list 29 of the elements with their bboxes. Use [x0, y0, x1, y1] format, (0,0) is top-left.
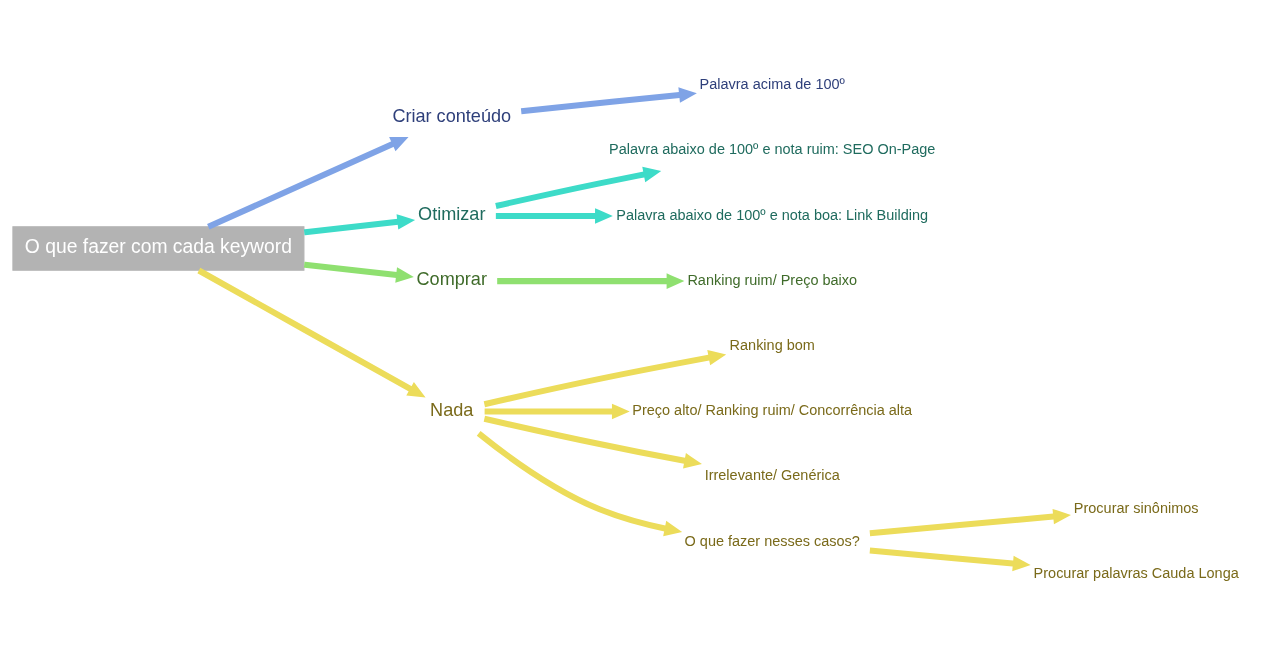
arrow: [495, 207, 613, 224]
arrow: [476, 430, 683, 536]
arrow: [869, 547, 1031, 571]
arrow: [303, 261, 414, 283]
arrow: [483, 415, 702, 468]
arrow: [207, 136, 409, 229]
node-text: Comprar: [416, 268, 487, 289]
node-text: Procurar palavras Cauda Longa: [1033, 564, 1239, 581]
node-text: Ranking ruim/ Preço baixo: [687, 271, 858, 288]
node-text: Nada: [430, 399, 474, 420]
node-text: Otimizar: [418, 203, 486, 224]
node-text: Ranking bom: [729, 336, 815, 353]
node-text: O que fazer nesses casos?: [684, 532, 860, 549]
node-text: Preço alto/ Ranking ruim/ Concorrência alta: [632, 401, 913, 418]
arrow: [495, 166, 662, 209]
arrow: [497, 272, 685, 289]
arrow: [484, 403, 630, 419]
node-text: Criar conteúdo: [392, 105, 512, 126]
node-text: Procurar sinônimos: [1073, 499, 1199, 516]
node-text: Palavra abaixo de 100º e nota ruim: SEO On-Page: [609, 140, 936, 157]
arrow: [869, 508, 1071, 536]
node-text: Palavra acima de 100º: [699, 75, 845, 92]
node-text: Irrelevante/ Genérica: [704, 466, 840, 483]
node-text: Palavra abaixo de 100º e nota boa: Link Building: [616, 206, 929, 223]
arrow: [520, 86, 697, 114]
arrow: [483, 349, 727, 407]
arrow: [197, 267, 426, 397]
node-box: O que fazer com cada keyword: [12, 225, 305, 271]
arrow: [303, 213, 416, 235]
